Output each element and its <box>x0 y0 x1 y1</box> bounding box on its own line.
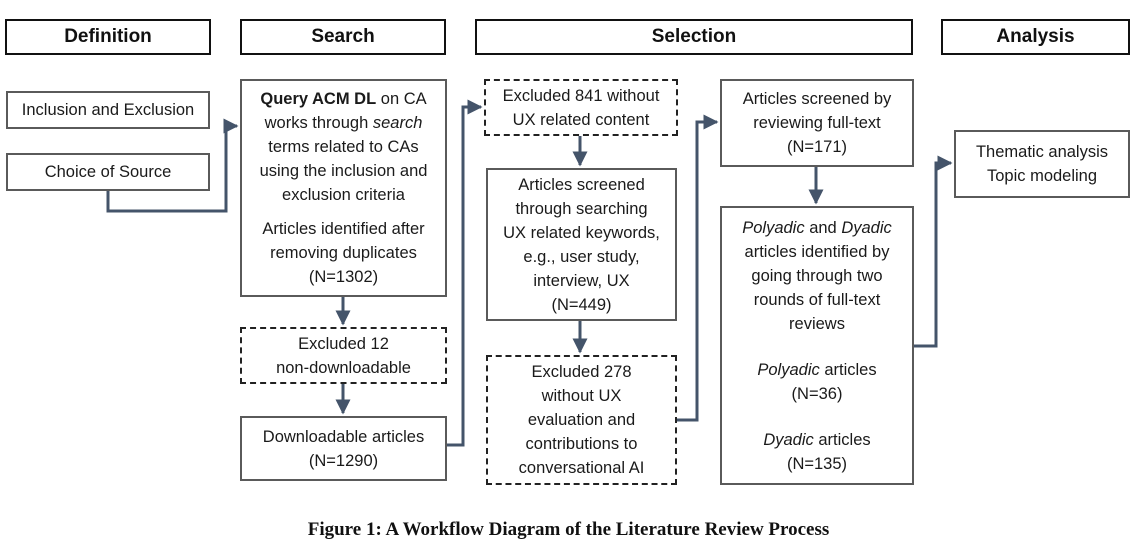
header-analysis: Analysis <box>941 19 1130 55</box>
box-fulltext-screened: Articles screened by reviewing full-text… <box>720 79 914 167</box>
box-excluded-841: Excluded 841 without UX related content <box>484 79 678 136</box>
box-choice-of-source: Choice of Source <box>6 153 210 191</box>
figure-caption: Figure 1: A Workflow Diagram of the Lite… <box>307 519 830 540</box>
box-downloadable: Downloadable articles (N=1290) <box>240 416 447 481</box>
arrow-source-to-query <box>106 118 239 213</box>
header-selection: Selection <box>475 19 913 55</box>
box-analysis: Thematic analysis Topic modeling <box>954 130 1130 198</box>
box-polyadic-dyadic: Polyadic and Dyadic articles identified … <box>720 206 914 485</box>
arrow-downloadable-to-selection <box>447 99 483 447</box>
box-excluded-278: Excluded 278 without UX evaluation and c… <box>486 355 677 485</box>
box-excluded-12: Excluded 12 non-downloadable <box>240 327 447 384</box>
box-inclusion-exclusion: Inclusion and Exclusion <box>6 91 210 129</box>
arrow-excluded278-to-fulltext <box>677 114 719 422</box>
arrow-identified-to-analysis <box>914 155 953 348</box>
header-definition: Definition <box>5 19 211 55</box>
header-search: Search <box>240 19 446 55</box>
box-query-acm: Query ACM DL on CA works through search … <box>240 79 447 297</box>
box-screened-keywords: Articles screened through searching UX r… <box>486 168 677 321</box>
